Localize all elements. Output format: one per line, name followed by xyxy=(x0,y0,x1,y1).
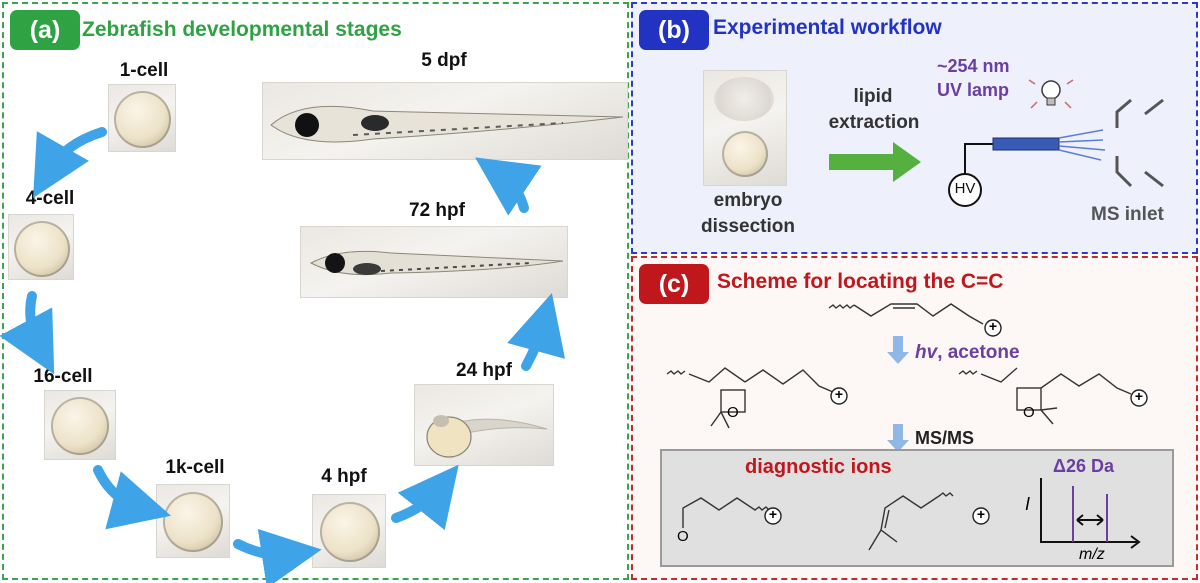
embryo-photo-5-dpf xyxy=(262,82,628,160)
axis-intensity-label: I xyxy=(1025,494,1031,514)
uv-lamp-label: UV lamp xyxy=(937,80,1010,100)
uv-wavelength-label: ~254 nm xyxy=(937,56,1010,76)
larva-24-hpf-drawing xyxy=(426,415,548,458)
stage-label-24-hpf: 24 hpf xyxy=(456,360,512,381)
oxygen-right: O xyxy=(1023,404,1035,421)
panel-b-title: Experimental workflow xyxy=(713,16,942,39)
workflow-drawing xyxy=(829,79,1164,207)
stage-label-1-cell: 1-cell xyxy=(119,60,169,81)
lipid-extraction-line2: extraction xyxy=(828,112,920,133)
panel-c-cc-location-scheme: (c) Scheme for locating the C=C xyxy=(631,256,1198,580)
embryo-photo-16-cell xyxy=(44,390,116,460)
larva-5-dpf-drawing xyxy=(270,105,624,143)
reaction-scheme-drawing xyxy=(660,303,1174,567)
arrow-4-to-16-cell xyxy=(0,291,55,375)
arrow-4-hpf-to-24-hpf xyxy=(391,464,459,531)
reaction-arrow-1 xyxy=(887,336,909,364)
plus-sign-right-oxetane: + xyxy=(1134,388,1144,404)
plus-sign-start: + xyxy=(988,318,998,334)
axis-mz-label: m/z xyxy=(1079,546,1105,563)
stage-arrows xyxy=(0,127,566,583)
unsaturated-lipid-structure xyxy=(828,303,984,325)
oxetane-product-left xyxy=(666,367,834,429)
panel-c-title: Scheme for locating the C=C xyxy=(717,270,1004,293)
oxygen-left: O xyxy=(727,404,739,421)
ms-inlet-label: MS inlet xyxy=(1091,204,1164,225)
stage-label-4-hpf: 4 hpf xyxy=(321,466,367,487)
aldehyde-fragment xyxy=(682,497,770,528)
plus-sign-alkene: + xyxy=(976,506,986,522)
stage-label-1k-cell: 1k-cell xyxy=(165,457,225,478)
dissected-embryo-photo xyxy=(703,70,787,186)
reaction-arrow-2 xyxy=(887,424,909,452)
alkene-fragment xyxy=(868,492,954,551)
embryo-photo-1-cell xyxy=(108,84,176,152)
delta-mass-label: Δ26 Da xyxy=(1053,456,1114,476)
lipid-extraction-line1: lipid xyxy=(853,86,893,107)
oxetane-product-right xyxy=(958,367,1132,425)
mini-spectrum-axes xyxy=(1040,478,1141,549)
diagnostic-ions-label: diagnostic ions xyxy=(745,456,892,478)
stage-label-5-dpf: 5 dpf xyxy=(421,50,467,71)
embryo-photo-72-hpf xyxy=(300,226,568,298)
plus-sign-left-oxetane: + xyxy=(834,386,844,402)
embryo-photo-24-hpf xyxy=(414,384,554,466)
embryo-dissection-line2: dissection xyxy=(701,216,795,237)
embryo-photo-4-hpf xyxy=(312,494,386,568)
arrow-1k-to-4-hpf xyxy=(233,528,322,583)
delta-mass-arrow xyxy=(1076,514,1104,526)
diagnostic-ions-box xyxy=(660,449,1174,567)
green-process-arrow xyxy=(829,142,921,182)
panel-b-experimental-workflow: (b) Experimental workflow embryo dissect… xyxy=(631,2,1198,254)
embryo-photo-4-cell xyxy=(8,214,74,280)
step1-hv-label: hv, acetone xyxy=(915,342,1020,364)
embryo-dissection-line1: embryo xyxy=(713,190,783,211)
larva-72-hpf-drawing xyxy=(309,250,564,276)
uv-lamp-icon xyxy=(1028,79,1074,109)
arrow-72-hpf-to-5-dpf xyxy=(475,157,542,216)
panel-c-tag: (c) xyxy=(639,264,709,304)
hv-label: HV xyxy=(954,180,976,197)
panel-a-developmental-stages: (a) Zebrafish developmental stages 1-cel… xyxy=(0,2,629,583)
panel-a-tag: (a) xyxy=(10,10,80,50)
arrow-24-to-72-hpf xyxy=(507,293,566,371)
arrow-16-to-1k-cell xyxy=(93,465,171,530)
step1-acetone-text: , acetone xyxy=(937,342,1020,363)
panel-a-title: Zebrafish developmental stages xyxy=(82,18,402,41)
step2-msms-label: MS/MS xyxy=(915,428,975,448)
oxygen-aldehyde: O xyxy=(677,528,689,545)
arrow-1-to-4-cell xyxy=(33,127,107,199)
panel-b-tag: (b) xyxy=(639,10,709,50)
step1-hv-text: hv xyxy=(915,342,938,363)
hv-emitter-drawing xyxy=(948,98,1164,207)
stage-label-72-hpf: 72 hpf xyxy=(409,200,465,221)
plus-sign-aldehyde: + xyxy=(768,506,778,522)
